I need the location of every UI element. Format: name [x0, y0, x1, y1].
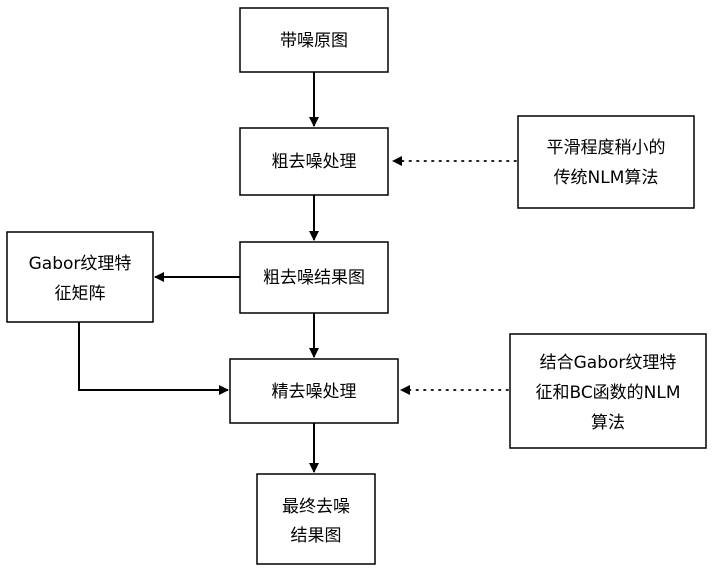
edge-gabor-to-fine	[79, 322, 228, 390]
node-coarse-result-label: 粗去噪结果图	[263, 268, 365, 288]
node-coarse-process: 粗去噪处理	[240, 128, 388, 195]
node-final-result: 最终去噪 结果图	[257, 474, 375, 564]
node-noisy-original: 带噪原图	[240, 8, 388, 72]
node-coarse-result: 粗去噪结果图	[240, 242, 388, 313]
node-gabor-bc-nlm-line-3: 算法	[591, 413, 625, 433]
node-gabor-bc-nlm-line-1: 结合Gabor纹理特	[540, 353, 677, 373]
edge-traditional-nlm-arrowhead	[392, 156, 402, 166]
node-noisy-original-label: 带噪原图	[280, 31, 348, 51]
node-final-result-line-2: 结果图	[291, 526, 342, 546]
node-gabor-bc-nlm-line-2: 征和BC函数的NLM	[535, 383, 680, 403]
node-gabor-matrix: Gabor纹理特 征矩阵	[7, 232, 153, 322]
node-coarse-process-label: 粗去噪处理	[272, 152, 357, 172]
node-fine-process-label: 精去噪处理	[272, 382, 357, 402]
edge-gabor-bc-nlm-arrowhead	[400, 385, 410, 395]
node-traditional-nlm-line-1: 平滑程度稍小的	[547, 138, 666, 158]
node-final-result-line-1: 最终去噪	[282, 497, 350, 517]
node-traditional-nlm: 平滑程度稍小的 传统NLM算法	[518, 116, 694, 208]
node-traditional-nlm-line-2: 传统NLM算法	[554, 168, 659, 188]
node-fine-process: 精去噪处理	[230, 359, 398, 423]
node-gabor-bc-nlm: 结合Gabor纹理特 征和BC函数的NLM 算法	[510, 334, 706, 448]
node-gabor-matrix-line-1: Gabor纹理特	[29, 254, 132, 274]
node-gabor-matrix-line-2: 征矩阵	[55, 284, 106, 304]
